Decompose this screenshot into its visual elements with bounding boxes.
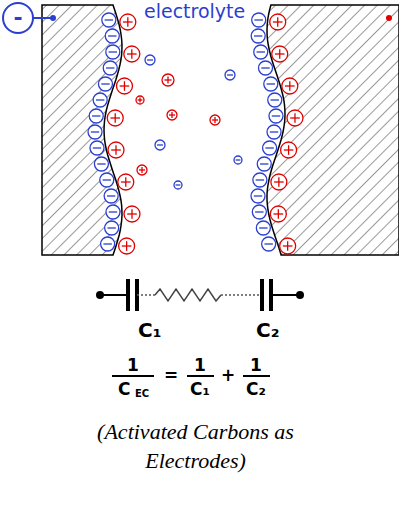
anion bbox=[145, 55, 155, 65]
formula-subscript: EC bbox=[135, 388, 149, 399]
formula-symbol: C₂ bbox=[246, 379, 266, 399]
cation bbox=[118, 174, 134, 190]
cation bbox=[108, 142, 124, 158]
anion bbox=[253, 173, 267, 187]
formula-operator: = bbox=[164, 365, 178, 385]
caption: (Activated Carbons as Electrodes) bbox=[93, 418, 298, 475]
anion bbox=[93, 93, 107, 107]
cation bbox=[136, 96, 144, 104]
formula-symbol: C bbox=[118, 379, 130, 399]
terminal-node: - bbox=[3, 3, 33, 33]
cation bbox=[167, 110, 177, 120]
anion bbox=[251, 29, 265, 43]
anion bbox=[264, 77, 278, 91]
anion bbox=[234, 156, 242, 164]
anion bbox=[225, 70, 235, 80]
formula-numerator: 1 bbox=[127, 355, 139, 375]
cation bbox=[124, 206, 140, 222]
anion bbox=[174, 181, 182, 189]
formula-numerator: 1 bbox=[250, 355, 262, 375]
anion bbox=[101, 237, 115, 251]
anion bbox=[155, 140, 165, 150]
cation bbox=[270, 14, 286, 30]
anion bbox=[105, 221, 119, 235]
cation bbox=[119, 238, 135, 254]
formula-symbol: C₁ bbox=[190, 379, 210, 399]
anion bbox=[256, 221, 270, 235]
anion bbox=[251, 189, 265, 203]
anion bbox=[94, 157, 108, 171]
formula-operator: + bbox=[221, 365, 235, 385]
anion bbox=[90, 141, 104, 155]
anion bbox=[268, 93, 282, 107]
formula-numerator: 1 bbox=[194, 355, 206, 375]
cation bbox=[107, 110, 123, 126]
anion bbox=[105, 29, 119, 43]
cation bbox=[271, 174, 287, 190]
cation bbox=[137, 165, 147, 175]
cation bbox=[162, 74, 174, 86]
fraction-bars bbox=[112, 376, 270, 377]
cation bbox=[280, 238, 296, 254]
anion bbox=[88, 125, 102, 139]
electrolyte-label: electrolyte bbox=[144, 0, 245, 22]
cation bbox=[287, 110, 303, 126]
terminal-circle bbox=[3, 3, 33, 33]
anion bbox=[254, 45, 268, 59]
anion bbox=[89, 109, 103, 123]
cation bbox=[272, 46, 288, 62]
anion bbox=[263, 141, 277, 155]
terminal-sign: - bbox=[13, 7, 22, 29]
anion bbox=[252, 13, 266, 27]
anion bbox=[269, 109, 283, 123]
anion bbox=[106, 45, 120, 59]
anion bbox=[98, 77, 112, 91]
cation bbox=[120, 14, 136, 30]
right-electrode bbox=[267, 5, 399, 255]
anion bbox=[262, 237, 276, 251]
anion bbox=[106, 205, 120, 219]
anion bbox=[100, 173, 114, 187]
anion bbox=[103, 61, 117, 75]
capacitor-label: C₁ bbox=[138, 318, 161, 342]
capacitor-label: C₂ bbox=[256, 318, 279, 342]
anion bbox=[252, 205, 266, 219]
anion bbox=[104, 189, 118, 203]
anion bbox=[257, 157, 271, 171]
terminal-wire bbox=[33, 17, 52, 19]
cation bbox=[281, 142, 297, 158]
anion bbox=[267, 125, 281, 139]
cation bbox=[116, 78, 132, 94]
left-electrode bbox=[42, 5, 122, 255]
cation bbox=[124, 46, 140, 62]
cation bbox=[210, 115, 220, 125]
cation bbox=[270, 206, 286, 222]
circuit-symbol bbox=[96, 279, 304, 311]
anion bbox=[102, 13, 116, 27]
terminal-dot bbox=[386, 15, 392, 21]
cation bbox=[282, 78, 298, 94]
anion bbox=[259, 61, 273, 75]
